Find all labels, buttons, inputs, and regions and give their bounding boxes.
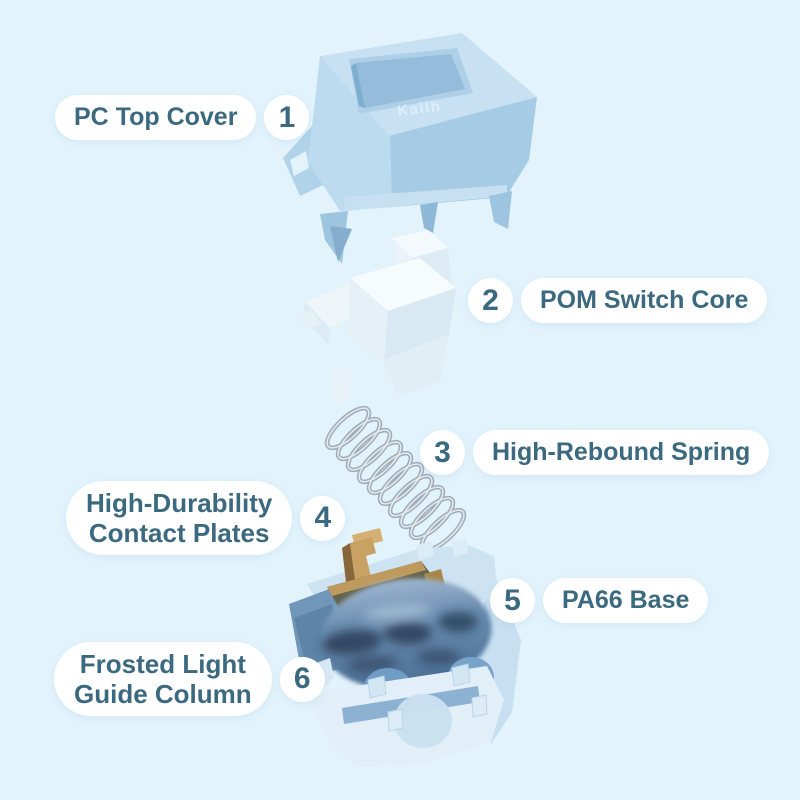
label-pill: POM Switch Core xyxy=(521,278,768,323)
label-number-badge: 1 xyxy=(264,95,310,140)
label-pa66-base: 5 PA66 Base xyxy=(490,578,709,623)
label-text: High-Durability xyxy=(86,488,273,518)
label-text: Contact Plates xyxy=(88,518,270,549)
label-text: PC Top Cover xyxy=(74,103,238,131)
label-text: Guide Column xyxy=(74,679,252,710)
light-guide-part xyxy=(320,578,492,690)
pc-top-cover-part: Kailh xyxy=(283,33,537,264)
label-number-badge: 3 xyxy=(420,430,465,475)
label-pill: Frosted Light Guide Column xyxy=(54,642,272,717)
label-number-badge: 4 xyxy=(300,495,346,541)
label-pill: PC Top Cover xyxy=(55,95,257,140)
label-text: PA66 Base xyxy=(562,586,690,614)
label-text: POM Switch Core xyxy=(540,286,749,314)
pa66-base-part xyxy=(289,528,521,767)
label-number-badge: 2 xyxy=(468,278,513,323)
label-frosted-light-guide-column: Frosted Light Guide Column 6 xyxy=(54,642,325,717)
label-pc-top-cover: PC Top Cover 1 xyxy=(55,95,310,140)
label-pill: High-Rebound Spring xyxy=(473,430,770,475)
label-number-badge: 5 xyxy=(490,578,535,623)
label-pom-switch-core: 2 POM Switch Core xyxy=(468,278,768,323)
label-text: Frosted Light xyxy=(79,649,246,679)
brand-text: Kailh xyxy=(396,98,442,120)
pom-switch-core-part xyxy=(297,230,456,404)
label-high-durability-contact-plates: High-Durability Contact Plates 4 xyxy=(66,481,346,556)
label-pill: PA66 Base xyxy=(543,578,709,623)
label-number-badge: 6 xyxy=(279,656,325,702)
label-pill: High-Durability Contact Plates xyxy=(66,481,293,556)
label-high-rebound-spring: 3 High-Rebound Spring xyxy=(420,430,770,475)
label-text: High-Rebound Spring xyxy=(492,438,751,466)
